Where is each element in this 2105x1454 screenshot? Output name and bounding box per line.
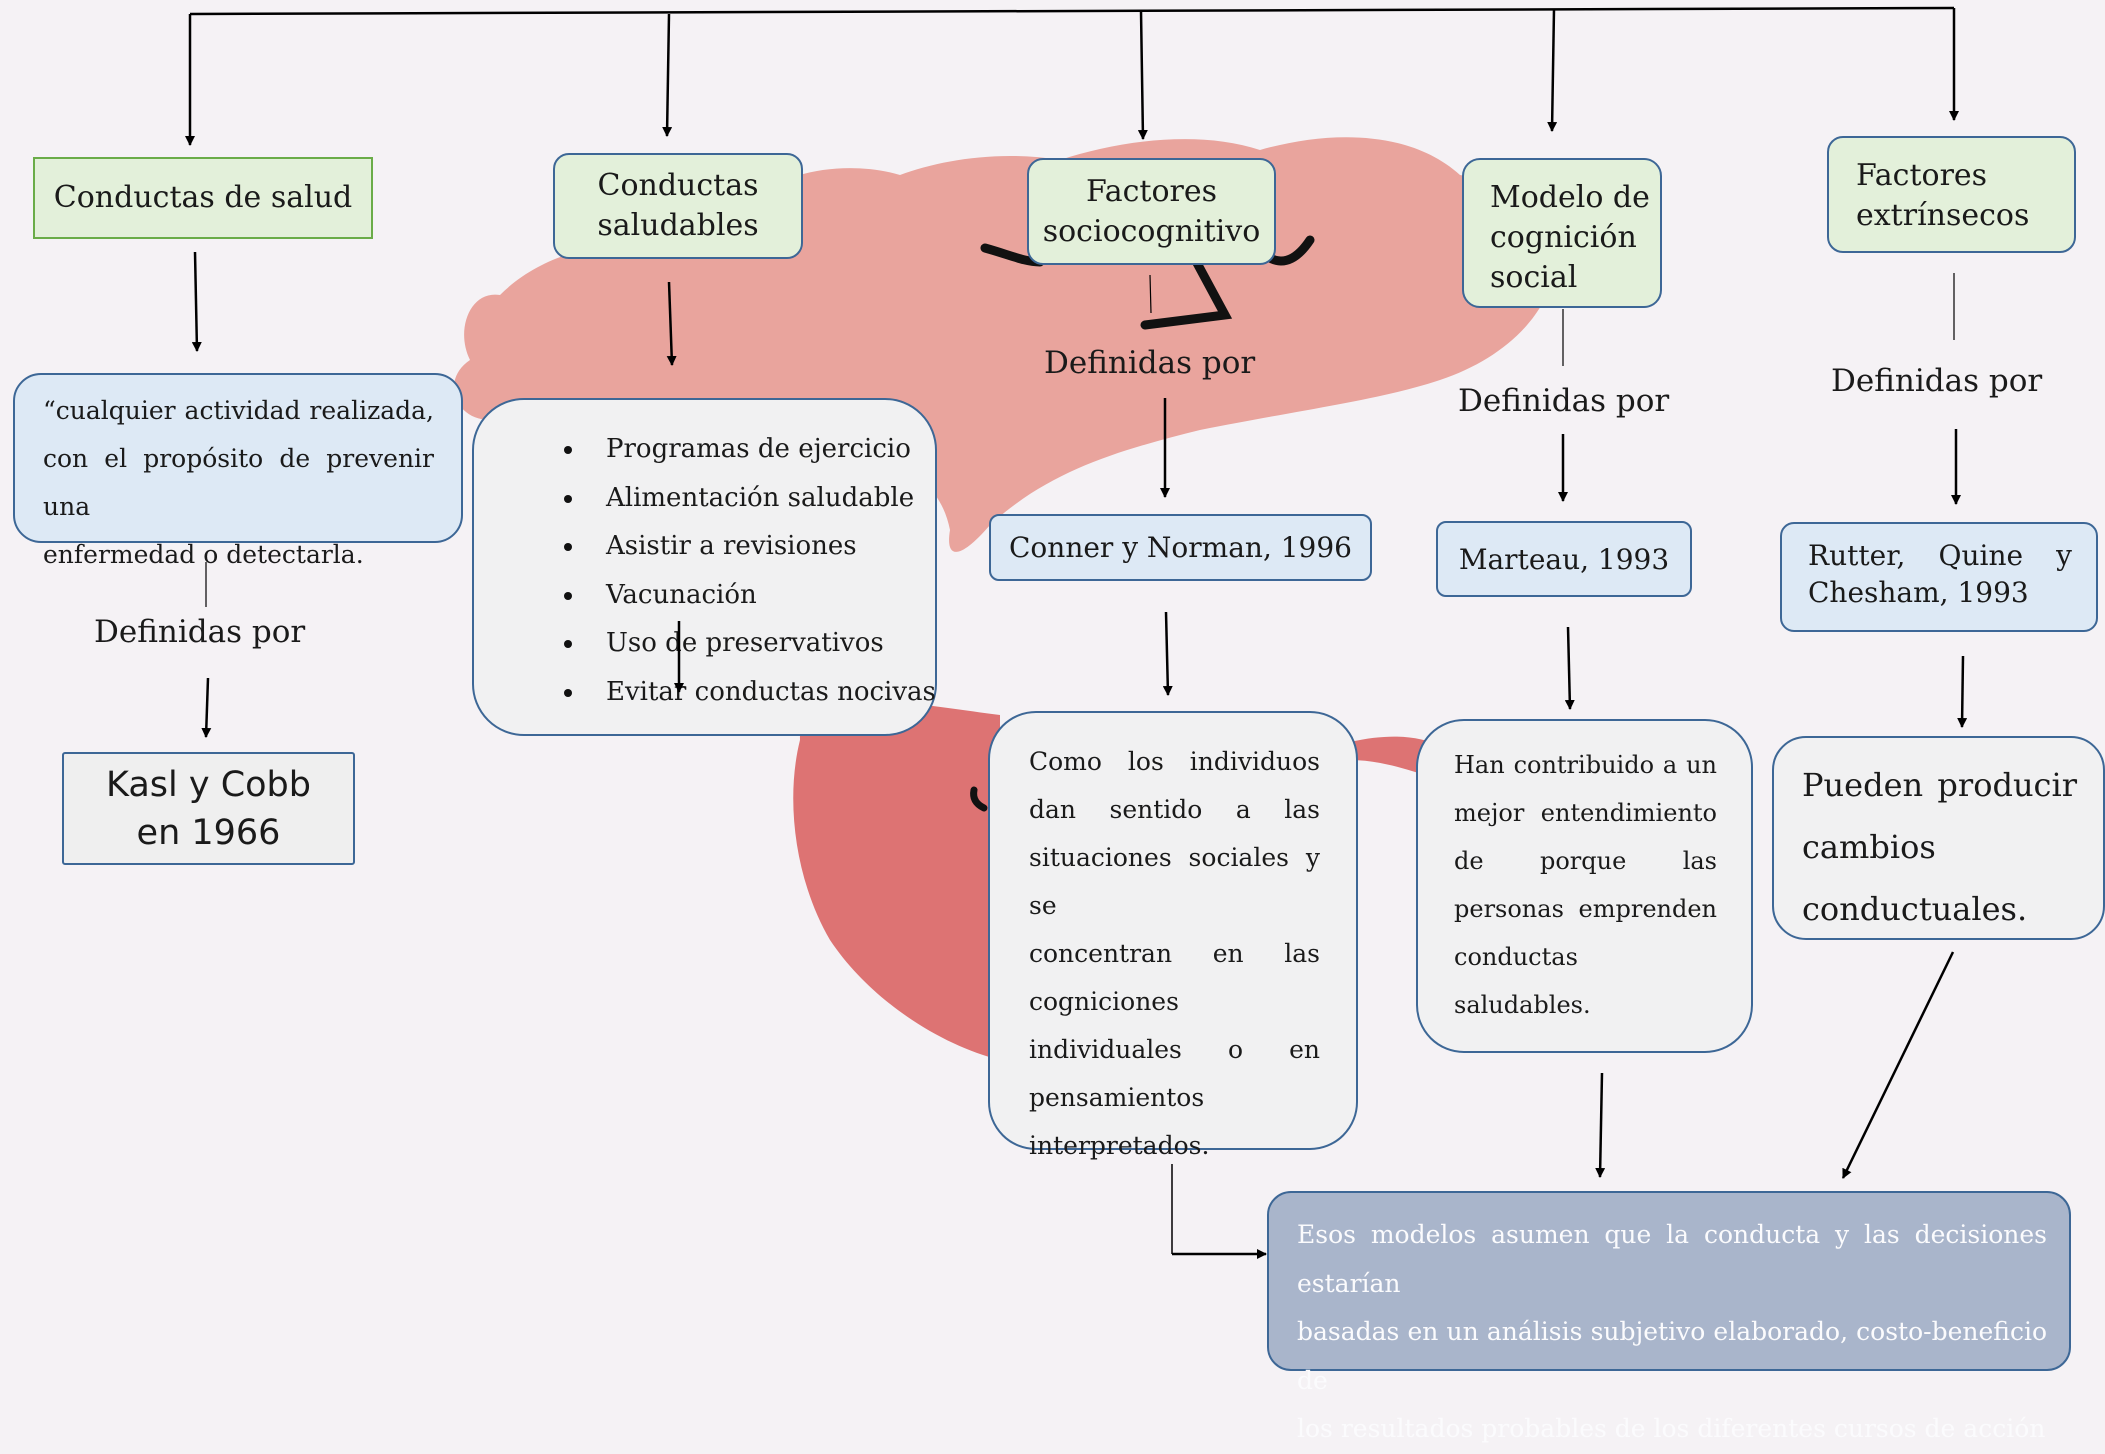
list-item: Vacunación (554, 571, 935, 620)
author-line: Kasl y Cobb (106, 764, 311, 805)
definition-factores-sociocognitivo: Como los individuos dan sentido a las si… (988, 711, 1358, 1160)
author-line: Rutter, Quine y (1808, 539, 2072, 572)
definition-line: individuales o en (1029, 1035, 1320, 1064)
node-label: Conductas de salud (53, 180, 353, 215)
list-conductas-saludables: Programas de ejercicio Alimentación salu… (472, 398, 937, 736)
node-factores-sociocognitivo: Factores sociocognitivo (1027, 158, 1276, 265)
author-rutter-quine-chesham: Rutter, Quine y Chesham, 1993 (1780, 522, 2098, 632)
node-label-line: Factores (1085, 173, 1218, 209)
definition-line: cogniciones (1029, 987, 1179, 1016)
definition-line: conductuales. (1802, 890, 2028, 928)
node-label-line: Conductas (597, 168, 759, 203)
definition-line: enfermedad o detectarla. (43, 540, 364, 569)
node-label-line: sociocognitivo (1042, 213, 1261, 249)
conclusion-line: basadas en un análisis subjetivo elabora… (1297, 1317, 2047, 1395)
definition-line: personas emprenden (1454, 895, 1717, 923)
node-conductas-saludables: Conductas saludables (553, 153, 803, 259)
node-factores-extrinsecos: Factores extrínsecos (1827, 136, 2076, 253)
node-label-line: extrínsecos (1856, 198, 2030, 233)
node-label-line: cognición (1490, 220, 1637, 255)
definition-line: mejor entendimiento (1454, 799, 1717, 827)
list-item: Alimentación saludable (554, 474, 935, 523)
definition-factores-extrinsecos: Pueden producir cambios conductuales. (1772, 736, 2105, 940)
author-marteau: Marteau, 1993 (1436, 521, 1692, 597)
node-label-line: Factores (1856, 158, 1988, 193)
list-item: Uso de preservativos (554, 619, 935, 668)
definition-line: Como los individuos (1029, 747, 1320, 776)
definition-line: concentran en las (1029, 939, 1320, 968)
definition-line: Pueden producir (1802, 766, 2077, 804)
connector-label: Definidas por (94, 614, 306, 650)
node-label-line: social (1490, 260, 1578, 295)
node-label-line: Modelo de (1490, 180, 1650, 215)
author-line: en 1966 (136, 812, 281, 853)
definition-conductas-de-salud: “cualquier actividad realizada, con el p… (13, 373, 463, 569)
list-item: Asistir a revisiones (554, 522, 935, 571)
definition-line: Han contribuido a un (1454, 751, 1717, 779)
author-label: Marteau, 1993 (1458, 542, 1670, 576)
definition-line: situaciones sociales y se (1029, 843, 1320, 920)
author-label: Conner y Norman, 1996 (1009, 531, 1352, 564)
connector-label: Definidas por (1044, 345, 1256, 381)
connector-label: Definidas por (1831, 363, 2043, 399)
node-modelo-cognicion-social: Modelo de cognición social (1462, 158, 1662, 308)
list-item: Evitar conductas nocivas (554, 668, 936, 717)
definition-line: conductas saludables. (1454, 943, 1591, 1019)
conclusion-line: Esos modelos asumen que la conducta y la… (1297, 1220, 2047, 1298)
author-conner-norman: Conner y Norman, 1996 (989, 514, 1372, 581)
definition-line: “cualquier actividad realizada, (43, 396, 434, 425)
definition-modelo-cognicion: Han contribuido a un mejor entendimiento… (1416, 719, 1753, 1053)
definition-line: con el propósito de prevenir una (43, 444, 434, 521)
author-line: Chesham, 1993 (1808, 576, 2029, 609)
author-kasl-cobb: Kasl y Cobb en 1966 (62, 752, 355, 865)
node-conductas-de-salud: Conductas de salud (33, 157, 373, 239)
definition-line: de porque las (1454, 847, 1717, 875)
conclusion-line: los resultados probables de los diferent… (1297, 1414, 2046, 1443)
definition-line: cambios (1802, 828, 1936, 866)
node-label-line: saludables (597, 208, 759, 243)
definition-line: pensamientos (1029, 1083, 1205, 1112)
connector-label: Definidas por (1458, 383, 1670, 419)
definition-line: dan sentido a las (1029, 795, 1320, 824)
conclusion-box: Esos modelos asumen que la conducta y la… (1267, 1191, 2071, 1443)
list-item: Programas de ejercicio (554, 425, 935, 474)
definition-line: interpretados. (1029, 1131, 1210, 1160)
